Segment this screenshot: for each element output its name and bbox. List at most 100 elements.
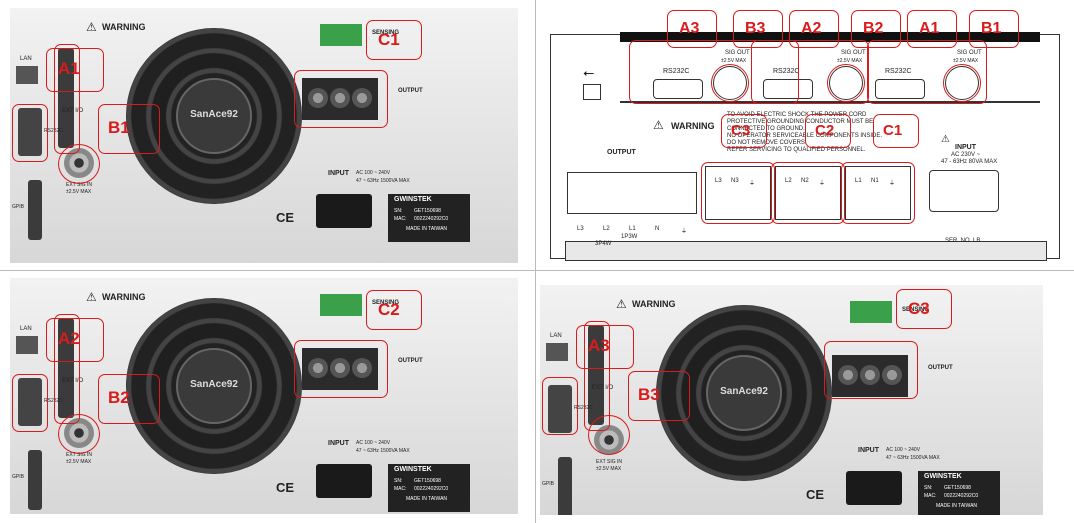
ext-io-highlight bbox=[54, 44, 80, 154]
label-1p3w: 1P3W bbox=[621, 234, 638, 240]
callout-label-b1: B1 bbox=[108, 118, 130, 137]
input-label: INPUT bbox=[328, 440, 349, 447]
warning-label: WARNING bbox=[102, 292, 146, 302]
output-block-2-highlight bbox=[771, 162, 845, 224]
out-label-l3: L3 bbox=[577, 226, 584, 232]
warning-rail bbox=[620, 101, 1040, 103]
mac-value: 0022240292C0 bbox=[414, 486, 449, 492]
brand-logo: GWINSTEK bbox=[394, 466, 432, 473]
rs232c-port bbox=[18, 108, 42, 156]
ext-io-label: EXT I/O bbox=[592, 385, 614, 391]
ac-inlet bbox=[316, 464, 372, 498]
fan-brand: SanAce92 bbox=[190, 378, 238, 390]
gpib-port bbox=[558, 457, 572, 515]
fan-brand: SanAce92 bbox=[720, 385, 768, 397]
callout-box-a1-diagram bbox=[907, 10, 957, 48]
warning-label: WARNING bbox=[632, 299, 676, 309]
ext-sig-in-max: ±2.5V MAX bbox=[66, 189, 92, 195]
callout-box-a3-diagram bbox=[667, 10, 717, 48]
db9-port-1 bbox=[875, 79, 925, 99]
input-spec-1: AC 100 ~ 240V bbox=[886, 447, 921, 453]
block2-l2: L2 bbox=[785, 178, 792, 184]
lan-label: LAN bbox=[550, 333, 562, 339]
label-3p4w: 3P4W bbox=[595, 241, 612, 247]
output-block-3 bbox=[705, 166, 771, 220]
block3-gnd: ⏚ bbox=[749, 181, 756, 187]
mac-value: 0022240292C0 bbox=[944, 493, 979, 499]
gpib-port bbox=[28, 450, 42, 510]
callout-label-a1: A1 bbox=[58, 59, 80, 78]
warning-line-1: TO AVOID ELECTRIC SHOCK THE POWER CORD bbox=[727, 112, 867, 118]
sn-value: GET150698 bbox=[944, 485, 971, 491]
ext-sig-in-label: EXT SIG IN bbox=[66, 182, 93, 188]
callout-label-b3-diagram: B3 bbox=[745, 20, 766, 37]
bnc-highlight bbox=[58, 144, 100, 184]
rating-plate bbox=[388, 464, 470, 512]
made-in-label: MADE IN TAIWAN bbox=[936, 503, 978, 509]
callout-box-b3 bbox=[628, 371, 690, 421]
ac-inlet bbox=[316, 194, 372, 228]
gpib-label: GPIB bbox=[542, 481, 554, 487]
callout-label-b3: B3 bbox=[638, 385, 660, 404]
rs232c-highlight bbox=[12, 104, 48, 162]
output-label: OUTPUT bbox=[607, 149, 636, 156]
out-label-l1: L1 bbox=[629, 226, 636, 232]
out-label-gnd: ⏚ bbox=[681, 229, 688, 235]
ce-mark: CE bbox=[276, 480, 295, 495]
callout-label-c2: C2 bbox=[378, 300, 400, 319]
callout-label-a3-diagram: A3 bbox=[679, 20, 700, 37]
callout-label-a2: A2 bbox=[58, 329, 80, 348]
top-rail bbox=[620, 32, 1040, 42]
rs232c-label-2: RS232C bbox=[773, 68, 800, 75]
ext-io-highlight bbox=[54, 314, 80, 424]
rs232c-port bbox=[548, 385, 572, 433]
gpib-label: GPIB bbox=[12, 474, 24, 480]
sig-out-max-2: ±2.5V MAX bbox=[837, 58, 863, 64]
ce-mark: CE bbox=[276, 210, 295, 225]
warning-line-3: CONNECTED TO GROUND. bbox=[727, 126, 805, 132]
sensing-connector bbox=[320, 294, 362, 316]
input-label: INPUT bbox=[955, 144, 976, 151]
output-block-2 bbox=[775, 166, 841, 220]
rs232c-port bbox=[18, 378, 42, 426]
bnc-highlight bbox=[58, 414, 100, 454]
sig-out-label-3: SIG OUT bbox=[725, 50, 750, 56]
sn-value: GET150698 bbox=[414, 208, 441, 214]
sensing-label: SENSING bbox=[902, 307, 930, 313]
output-screw-l bbox=[308, 88, 328, 108]
lan-port bbox=[16, 66, 38, 84]
ext-sig-in-max: ±2.5V MAX bbox=[596, 466, 622, 472]
sensing-connector bbox=[850, 301, 892, 323]
rs232c-highlight bbox=[542, 377, 578, 435]
warning-line-4: NO OPERATOR SERVICEABLE COMPONENTS INSID… bbox=[727, 133, 883, 139]
input-label: INPUT bbox=[328, 170, 349, 177]
bnc-highlight-1 bbox=[943, 64, 981, 102]
callout-box-c1-diagram bbox=[873, 114, 919, 148]
callout-label-c3: C3 bbox=[908, 299, 930, 318]
brand-logo: GWINSTEK bbox=[394, 196, 432, 203]
serial-number-label: SER. NO. LB bbox=[945, 238, 981, 244]
block3-n3: N3 bbox=[731, 178, 739, 184]
ac-inlet bbox=[846, 471, 902, 505]
input-spec-2: 47 ~ 63Hz 1500VA MAX bbox=[886, 455, 940, 461]
output-label: OUTPUT bbox=[398, 358, 423, 364]
warning-triangle-icon: ⚠ bbox=[653, 118, 664, 132]
ce-mark: CE bbox=[806, 487, 825, 502]
warning-line-2: PROTECTIVE GROUNDING CONDUCTOR MUST BE bbox=[727, 119, 874, 125]
output-highlight bbox=[294, 70, 388, 128]
callout-label-a2-diagram: A2 bbox=[801, 20, 822, 37]
callout-box-c3-diagram bbox=[721, 114, 767, 148]
usb-icon: ⭠ bbox=[583, 64, 595, 80]
output-label: OUTPUT bbox=[928, 365, 953, 371]
ext-io-port bbox=[588, 325, 604, 425]
callout-label-c1-diagram: C1 bbox=[883, 122, 903, 139]
output-block-3-highlight bbox=[701, 162, 775, 224]
output-block-1 bbox=[845, 166, 911, 220]
ac-inlet bbox=[929, 170, 999, 212]
db9-port-3 bbox=[653, 79, 703, 99]
rs232c-label: RS232C bbox=[574, 405, 593, 411]
callout-box-b1 bbox=[98, 104, 160, 154]
fan-hub: SanAce92 bbox=[176, 78, 252, 154]
callout-label-c2-diagram: C2 bbox=[815, 122, 835, 139]
